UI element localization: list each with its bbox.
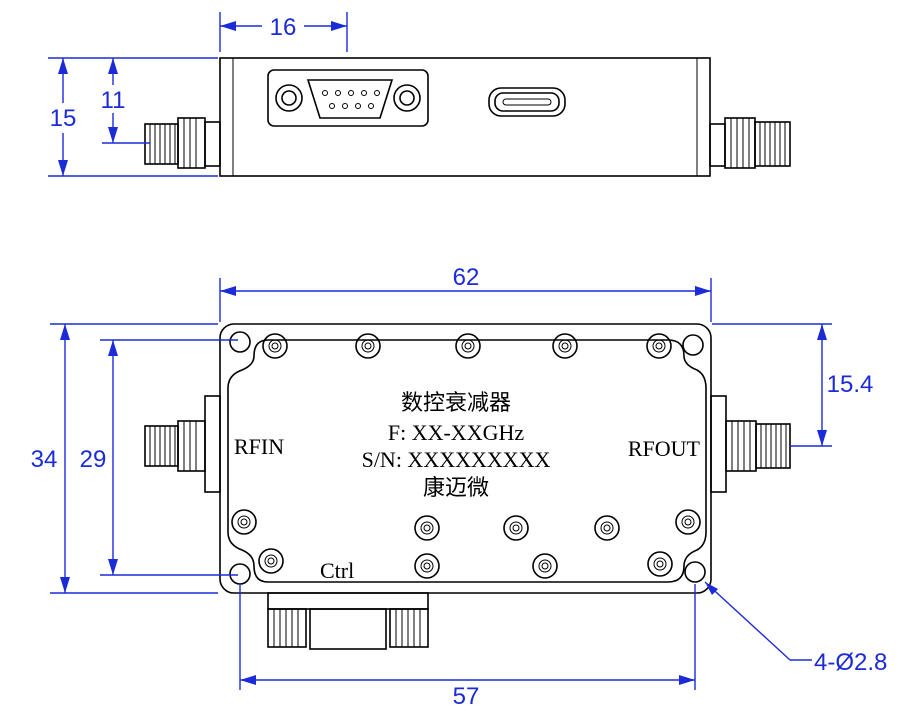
dimension-16: 16 [219, 12, 348, 52]
rfout-label: RFOUT [628, 436, 701, 461]
side-view-body [219, 57, 711, 177]
dimension-34: 34 [31, 323, 218, 594]
top-view-body [219, 323, 712, 594]
leader-mounting-holes: 4-Ø2.8 [704, 581, 887, 676]
dim-label-34: 34 [31, 446, 58, 473]
top-view-lid [227, 339, 707, 583]
brand-label: 康迈微 [423, 476, 489, 501]
ctrl-label: Ctrl [320, 558, 354, 583]
product-name: 数控衰减器 [401, 391, 511, 416]
db9-connector-side [267, 69, 429, 127]
sma-connector-left-side [144, 117, 221, 169]
sma-connector-rfout [710, 395, 791, 493]
dim-label-15-4: 15.4 [827, 371, 874, 398]
dimension-57: 57 [239, 584, 696, 710]
lid-screws [231, 333, 701, 579]
usb-c-port [488, 87, 566, 117]
dimension-62: 62 [219, 264, 712, 322]
rfin-label: RFIN [234, 434, 284, 459]
sma-connector-rfin [144, 395, 221, 493]
sma-connector-right-side [709, 117, 791, 169]
mounting-hole-br [684, 561, 706, 583]
mounting-hole-bl [229, 563, 251, 585]
dimension-15: 15 [48, 57, 218, 177]
side-view: 16 15 11 [48, 12, 791, 177]
dim-label-62: 62 [453, 264, 480, 291]
dim-label-16: 16 [270, 14, 297, 41]
db9-connector-bottom [267, 592, 429, 650]
dimension-11: 11 [101, 58, 150, 144]
frequency-label: F: XX-XXGHz [388, 420, 525, 445]
mounting-hole-tl [229, 331, 251, 353]
dim-label-29: 29 [80, 446, 107, 473]
top-view: 数控衰减器 F: XX-XXGHz S/N: XXXXXXXXX 康迈微 RFI… [31, 264, 888, 710]
dimension-15-4: 15.4 [712, 323, 874, 447]
dim-label-11: 11 [101, 87, 126, 114]
serial-label: S/N: XXXXXXXXX [362, 447, 551, 472]
mounting-hole-tr [682, 334, 704, 356]
dim-label-holes: 4-Ø2.8 [814, 649, 887, 676]
dim-label-15: 15 [50, 105, 77, 132]
dim-label-57: 57 [453, 683, 480, 710]
dimension-29: 29 [80, 339, 238, 576]
